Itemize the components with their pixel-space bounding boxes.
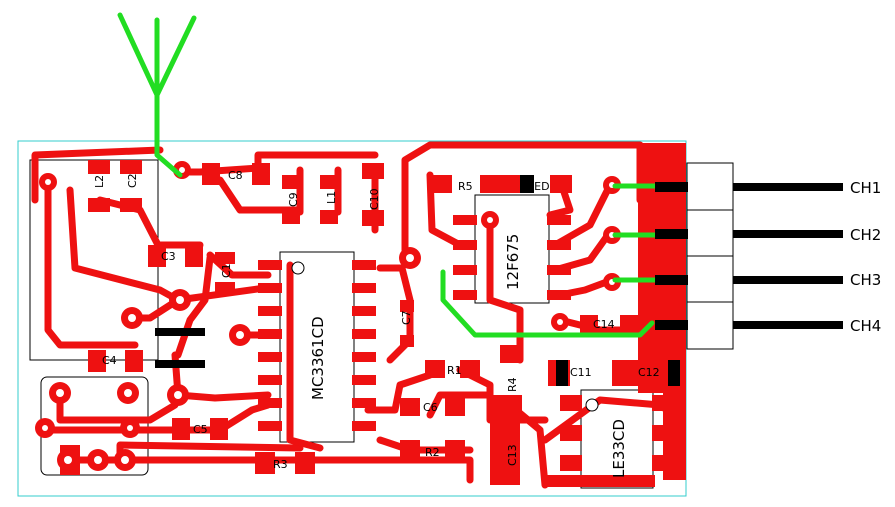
antenna-icon	[117, 12, 197, 178]
label-c5: C5	[193, 423, 208, 436]
label-l1: L1	[325, 191, 338, 204]
through-hole-pads	[35, 161, 621, 471]
output-pins	[655, 182, 843, 330]
label-c13: C13	[506, 444, 519, 466]
label-r3: R3	[273, 458, 288, 471]
u3-pin1-marker	[585, 398, 599, 412]
smd-pads	[88, 160, 682, 481]
chip-label-12f675: 12F675	[504, 234, 522, 290]
channel-labels: CH1 CH2 CH3 CH4	[850, 179, 881, 335]
label-c12: C12	[638, 366, 660, 379]
label-c3: C3	[161, 250, 176, 263]
label-c14: C14	[593, 318, 615, 331]
chip-label-le33cd: LE33CD	[610, 419, 628, 478]
chip-label-mc3361cd: MC3361CD	[309, 316, 327, 400]
label-c10: C10	[368, 188, 381, 210]
label-c7: C7	[400, 310, 413, 325]
channel-label-1: CH1	[850, 179, 881, 197]
label-c11: C11	[570, 366, 592, 379]
label-c1: C1	[220, 263, 233, 278]
label-c9: C9	[287, 192, 300, 207]
label-c6: C6	[423, 401, 438, 414]
channel-label-3: CH3	[850, 271, 881, 289]
label-c8: C8	[228, 169, 243, 182]
u1-pin1-marker	[291, 261, 305, 275]
label-r4: R4	[506, 377, 519, 392]
label-c2: C2	[126, 173, 139, 188]
label-r5: R5	[458, 180, 473, 193]
label-led: LED	[528, 180, 550, 193]
component-labels: L2 C2 C8 C9 L1 C10 R5 LED C3 C1 C7 C14 C…	[93, 169, 660, 471]
antenna-and-jumpers	[117, 12, 658, 338]
label-c4: C4	[102, 354, 117, 367]
label-r1: R1	[447, 364, 462, 377]
channel-label-4: CH4	[850, 317, 881, 335]
jumper-wire	[440, 269, 655, 338]
channel-label-2: CH2	[850, 226, 881, 244]
label-r2: R2	[425, 446, 440, 459]
label-l2: L2	[93, 175, 106, 188]
black-bodies	[155, 175, 680, 386]
